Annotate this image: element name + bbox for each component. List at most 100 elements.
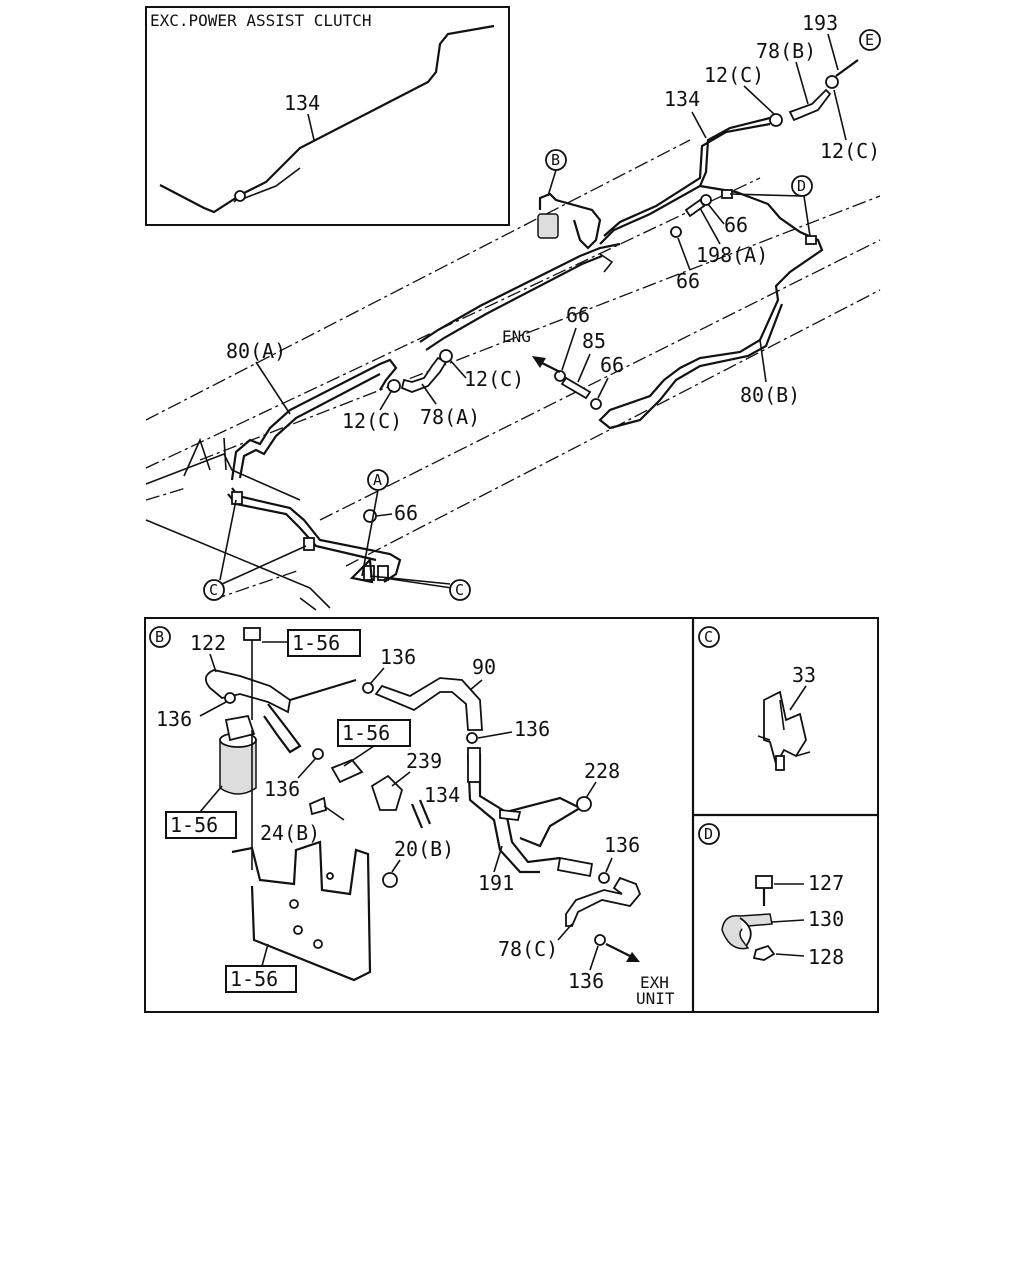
pipe-191-end bbox=[467, 747, 481, 783]
label-exh: EXH bbox=[640, 973, 669, 992]
ref-1-56-d: 1-56 bbox=[230, 967, 278, 991]
detail-b-callout: B bbox=[149, 626, 171, 648]
label-12c-right: 12(C) bbox=[820, 139, 880, 163]
hose-85 bbox=[560, 376, 592, 400]
clip-d2 bbox=[805, 235, 817, 245]
clip-33 bbox=[763, 690, 807, 767]
label-191: 191 bbox=[478, 871, 514, 895]
nut-228 bbox=[576, 796, 592, 812]
label-78c: 78(C) bbox=[498, 937, 558, 961]
clamp-12c-b bbox=[387, 379, 401, 393]
clamp-66-a bbox=[700, 194, 712, 206]
hose-78b bbox=[788, 88, 832, 122]
label-unit: UNIT bbox=[636, 989, 675, 1008]
label-eng: ENG bbox=[502, 327, 531, 346]
callout-c-left: C bbox=[203, 579, 225, 601]
ref-1-56-a: 1-56 bbox=[292, 631, 340, 655]
detail-c-callout: C bbox=[698, 626, 720, 648]
label-80b: 80(B) bbox=[740, 383, 800, 407]
ref-1-56-b: 1-56 bbox=[342, 721, 390, 745]
clip-c4 bbox=[377, 565, 389, 581]
b-bracket bbox=[538, 192, 602, 250]
hose-78a bbox=[400, 356, 448, 393]
label-228: 228 bbox=[584, 759, 620, 783]
clip-c1 bbox=[231, 491, 243, 505]
label-12c-top: 12(C) bbox=[704, 63, 764, 87]
callout-a: A bbox=[367, 469, 389, 491]
label-33: 33 bbox=[792, 663, 816, 687]
clamp-136-f bbox=[594, 934, 606, 946]
clamp-66-b bbox=[670, 226, 682, 238]
ref-1-56-c: 1-56 bbox=[170, 813, 218, 837]
svg-text:B: B bbox=[155, 628, 164, 646]
bolt-top bbox=[243, 627, 261, 641]
callout-e: E bbox=[859, 29, 881, 51]
clamp-66-d bbox=[590, 398, 602, 410]
callout-b: B bbox=[545, 149, 567, 171]
label-78a: 78(A) bbox=[420, 405, 480, 429]
pipe-80a bbox=[230, 358, 398, 481]
clamp-66-c bbox=[554, 370, 566, 382]
inset-panel: EXC.POWER ASSIST CLUTCH 134 bbox=[145, 6, 510, 226]
hose-122 bbox=[204, 669, 291, 714]
main-callouts: E B D A C C bbox=[203, 29, 881, 601]
bolt-127 bbox=[755, 875, 773, 889]
label-239: 239 bbox=[406, 749, 442, 773]
label-12c-mid: 12(C) bbox=[464, 367, 524, 391]
label-136-b: 136 bbox=[156, 707, 192, 731]
clamp-136-d bbox=[466, 732, 478, 744]
label-20b: 20(B) bbox=[394, 837, 454, 861]
label-134-b: 134 bbox=[424, 783, 460, 807]
inset-part-label: 134 bbox=[284, 91, 320, 115]
svg-text:A: A bbox=[373, 471, 382, 489]
svg-text:C: C bbox=[209, 581, 218, 599]
svg-text:E: E bbox=[865, 31, 874, 49]
label-193: 193 bbox=[802, 11, 838, 35]
hose-78c bbox=[565, 876, 642, 927]
fitting-198a bbox=[684, 198, 706, 218]
filter-body bbox=[537, 213, 559, 239]
svg-text:C: C bbox=[704, 628, 713, 646]
callout-c-right: C bbox=[449, 579, 471, 601]
label-66-e: 66 bbox=[394, 501, 418, 525]
clamp-12c-c bbox=[769, 113, 783, 127]
inset-clip bbox=[234, 190, 246, 202]
label-136-e: 136 bbox=[604, 833, 640, 857]
callout-d: D bbox=[791, 175, 813, 197]
clamp-12c-d bbox=[825, 75, 839, 89]
detail-c: C 33 bbox=[698, 626, 816, 771]
label-66-c: 66 bbox=[566, 303, 590, 327]
label-136-d: 136 bbox=[264, 777, 300, 801]
label-12c-low: 12(C) bbox=[342, 409, 402, 433]
bracket-plate bbox=[231, 840, 372, 982]
svg-text:D: D bbox=[704, 825, 713, 843]
chassis-frame bbox=[145, 139, 881, 611]
label-85: 85 bbox=[582, 329, 606, 353]
clamp-136-c bbox=[312, 748, 324, 760]
pipe-80b bbox=[598, 184, 824, 430]
detail-d: D 127 130 128 bbox=[698, 823, 844, 969]
label-80a: 80(A) bbox=[226, 339, 286, 363]
inset-title: EXC.POWER ASSIST CLUTCH bbox=[150, 11, 372, 30]
clamp-136-e bbox=[598, 872, 610, 884]
main-labels: 193 78(B) 12(C) 12(C) 134 66 198(A) 66 8… bbox=[219, 11, 880, 589]
detail-d-callout: D bbox=[698, 823, 720, 845]
label-90: 90 bbox=[472, 655, 496, 679]
label-198a: 198(A) bbox=[696, 243, 768, 267]
detail-b: B bbox=[149, 626, 675, 1008]
nut-20b bbox=[382, 872, 398, 888]
label-78b: 78(B) bbox=[756, 39, 816, 63]
label-66-b: 66 bbox=[676, 269, 700, 293]
clamp-136-b bbox=[362, 682, 374, 694]
label-24b: 24(B) bbox=[260, 821, 320, 845]
pipe-191 bbox=[466, 753, 540, 874]
svg-text:C: C bbox=[455, 581, 464, 599]
label-128: 128 bbox=[808, 945, 844, 969]
clamp-136-a bbox=[224, 692, 236, 704]
main-pipes bbox=[227, 59, 859, 584]
pipe-lower bbox=[231, 487, 402, 583]
svg-text:B: B bbox=[551, 151, 560, 169]
clamp-12c-a bbox=[439, 349, 453, 363]
pipe-main bbox=[419, 242, 621, 343]
label-122: 122 bbox=[190, 631, 226, 655]
